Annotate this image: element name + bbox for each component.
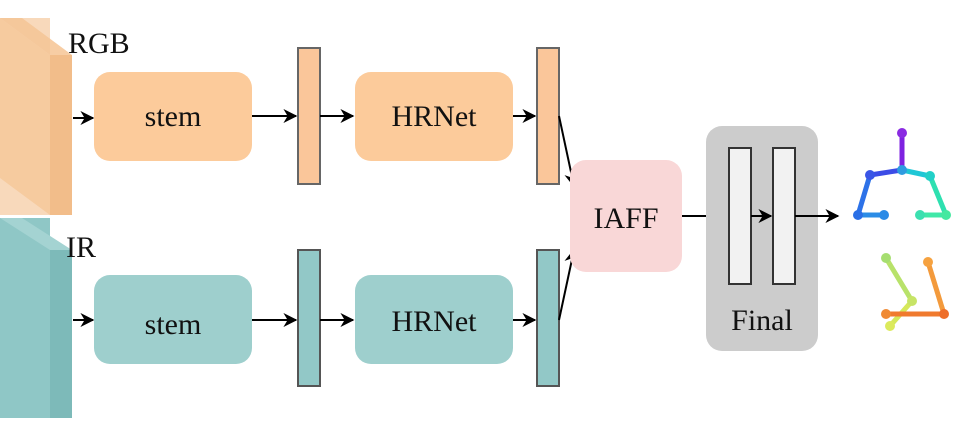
hrnet-ir-block (355, 275, 513, 364)
hrnet-ir-label: HRNet (392, 305, 478, 338)
stem-ir-block (94, 275, 252, 364)
hrnet-rgb-label: HRNet (392, 100, 478, 133)
feature-map-rgb-2 (536, 47, 560, 185)
pose-skeleton-icon (881, 253, 949, 331)
rgb-label: RGB (68, 27, 130, 60)
ir-label: IR (66, 231, 96, 264)
iaff-block (570, 160, 682, 272)
final-label: Final (731, 304, 793, 337)
iaff-label: IAFF (593, 202, 658, 235)
stem-ir-label: stem (145, 308, 202, 341)
feature-map-ir-2 (536, 249, 560, 387)
feature-map-rgb-1 (297, 47, 321, 185)
stem-rgb-label: stem (145, 100, 202, 133)
rgb-input-slab (0, 18, 72, 215)
final-layer-2 (772, 147, 796, 285)
stem-rgb-block (94, 72, 252, 161)
final-layer-1 (728, 147, 752, 285)
hrnet-rgb-block (355, 72, 513, 161)
pose-skeleton-icon (853, 128, 951, 220)
ir-input-slab (0, 218, 72, 418)
feature-map-ir-1 (297, 249, 321, 387)
